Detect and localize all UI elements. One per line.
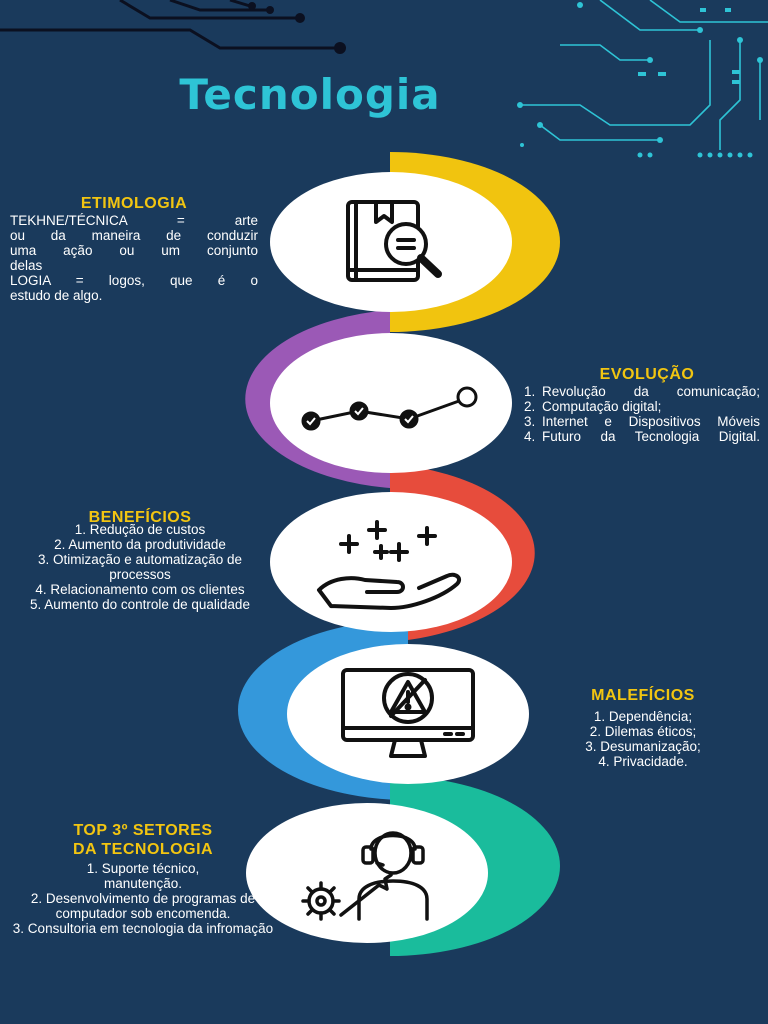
setores-section: TOP 3º SETORES DA TECNOLOGIA 1. Suporte … [8,821,278,936]
etimologia-line: estudo de algo. [10,288,103,303]
etimologia-line: LOGIA = logos, que é o [10,273,258,288]
list-item: 3. Desumanização; [585,739,701,754]
list-item: 3. Otimização e automatização de process… [37,552,243,582]
beneficios-section: BENEFÍCIOS 1. Redução de custos 2. Aumen… [0,509,280,613]
list-item: 1.Revolução da comunicação; [524,384,760,399]
etimologia-line: uma ação ou um conjunto [10,243,258,258]
line-chart-icon [291,363,491,443]
etimologia-line: ou da maneira de conduzir [10,228,258,243]
circuit-decoration [0,0,768,158]
etimologia-section: ETIMOLOGIA TEKHNE/TÉCNICA = arte ou da m… [10,195,258,304]
setores-circle [246,803,488,943]
list-item: 1. Dependência; [593,709,693,724]
list-item: 2.Computação digital; [524,399,662,414]
setores-heading-line: DA TECNOLOGIA [72,841,214,858]
etimologia-line: TEKHNE/TÉCNICA = arte [10,213,258,228]
maleficios-list: 1. Dependência; 2. Dilemas éticos; 3. De… [548,709,738,769]
evolucao-heading: EVOLUÇÃO [599,366,695,383]
list-item: 4. Relacionamento com os clientes [35,582,245,597]
etimologia-circle [270,172,512,312]
beneficios-heading: BENEFÍCIOS [88,509,192,526]
list-item: 2. Desenvolvimento de programas de compu… [30,891,256,921]
evolucao-section: EVOLUÇÃO 1.Revolução da comunicação; 2.C… [524,366,760,445]
maleficios-section: MALEFÍCIOS 1. Dependência; 2. Dilemas ét… [548,687,738,770]
list-item: 2. Aumento da produtividade [54,537,226,552]
evolucao-circle [270,333,512,473]
list-item: 3. Consultoria em tecnologia da infromaç… [12,921,274,936]
list-item: 1. Suporte técnico, manutenção. [86,861,200,891]
setores-heading-line: TOP 3º SETORES [73,822,213,839]
list-item: 3.Internet e Dispositivos Móveis [524,414,760,429]
maleficios-heading: MALEFÍCIOS [591,687,695,704]
setores-heading: TOP 3º SETORES DA TECNOLOGIA [8,821,278,859]
list-item: 4. Privacidade. [598,754,688,769]
beneficios-list: 1. Redução de custos 2. Aumento da produ… [0,522,280,612]
setores-list: 1. Suporte técnico, manutenção. 2. Desen… [8,861,278,936]
list-item: 4.Futuro da Tecnologia Digital. [524,429,760,444]
monitor-warning-icon [333,664,483,764]
etimologia-heading: ETIMOLOGIA [80,195,188,212]
beneficios-circle [270,492,512,632]
list-item: 5. Aumento do controle de qualidade [30,597,250,612]
list-item: 2. Dilemas éticos; [589,724,697,739]
tech-support-icon [287,823,447,923]
hand-plus-icon [301,512,481,612]
list-item: 1. Redução de custos [74,522,206,537]
etimologia-line: delas [10,258,43,273]
book-search-icon [306,192,476,292]
evolucao-list: 1.Revolução da comunicação; 2.Computação… [524,384,760,444]
page-title: Tecnologia [179,70,441,119]
maleficios-circle [287,644,529,784]
